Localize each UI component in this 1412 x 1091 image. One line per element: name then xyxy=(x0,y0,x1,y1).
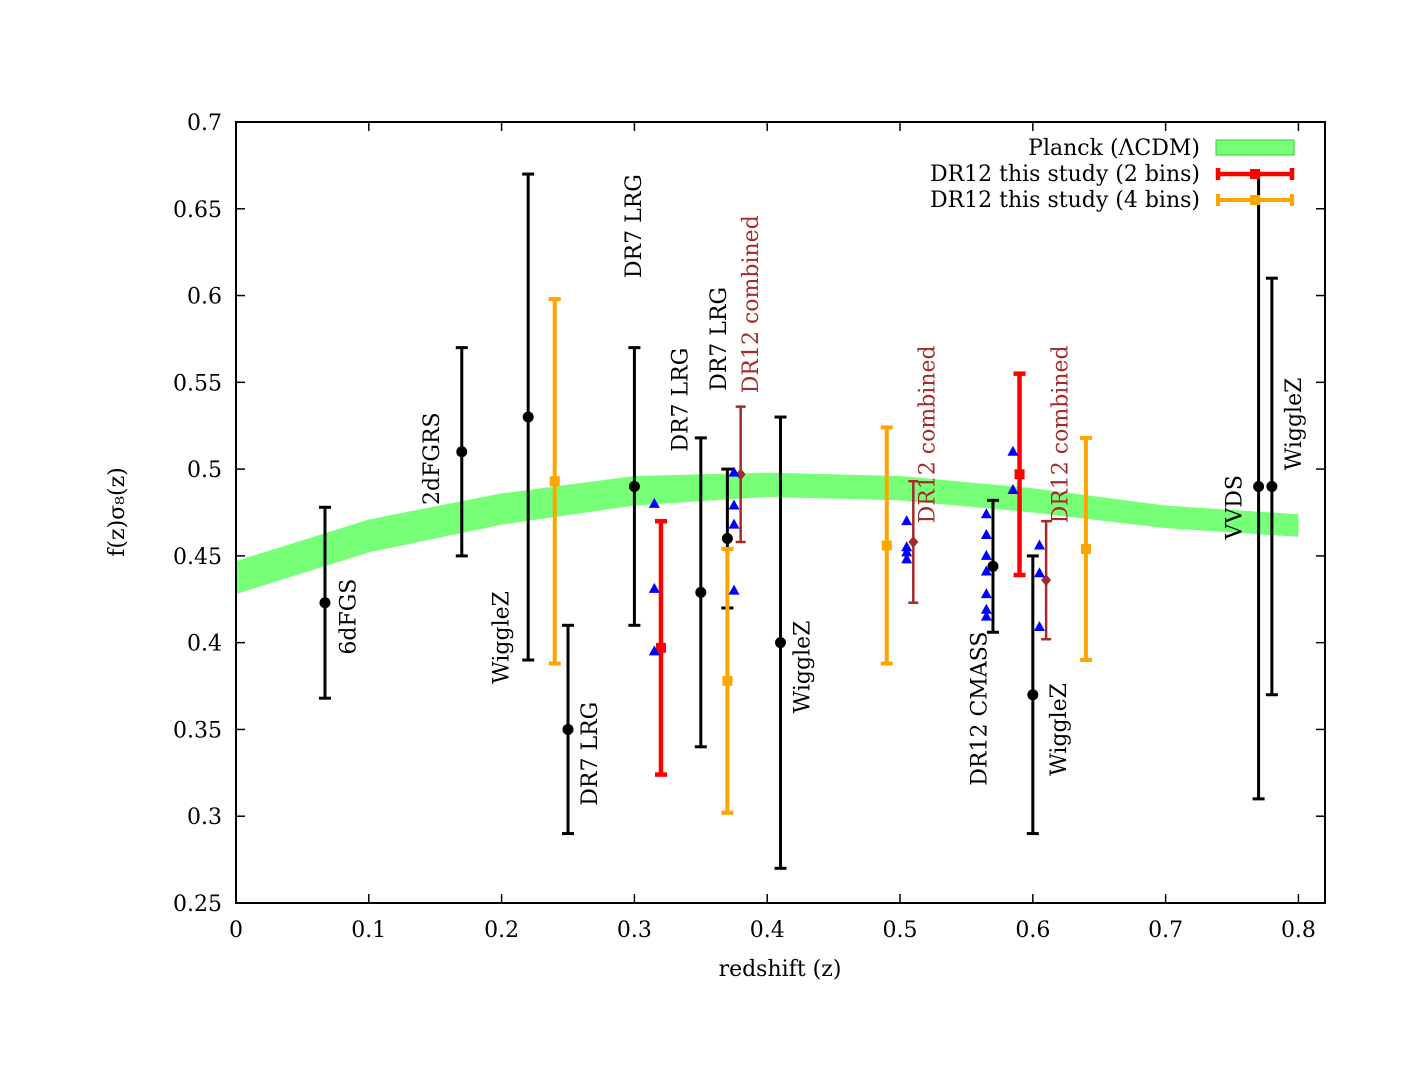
data-point xyxy=(908,536,919,549)
data-point xyxy=(901,515,913,526)
annotation-label: DR7 LRG xyxy=(622,174,647,278)
data-point xyxy=(1007,445,1019,456)
planck-band xyxy=(236,472,1299,595)
annotation-label: WiggleZ xyxy=(791,621,816,714)
annotation-label: 6dFGS xyxy=(337,579,362,655)
data-point xyxy=(721,533,733,545)
annotation-label: DR7 LRG xyxy=(669,348,694,452)
series-dr12_2bins xyxy=(654,371,1026,777)
data-point xyxy=(728,518,740,529)
y-tick-label: 0.5 xyxy=(187,458,222,483)
x-tick-label: 0.8 xyxy=(1281,918,1316,943)
legend-swatch xyxy=(1250,169,1260,179)
y-tick-label: 0.45 xyxy=(173,545,222,570)
series-dr12_4bins xyxy=(548,297,1092,815)
data-point xyxy=(1027,689,1039,701)
y-tick-label: 0.55 xyxy=(173,371,222,396)
legend-swatch xyxy=(1250,195,1260,205)
data-point xyxy=(980,610,992,621)
legend-label: DR12 this study (2 bins) xyxy=(930,162,1200,187)
data-point xyxy=(980,549,992,560)
data-point xyxy=(628,480,640,492)
y-tick-label: 0.7 xyxy=(187,111,222,136)
x-tick-label: 0.7 xyxy=(1148,918,1183,943)
data-point xyxy=(648,497,660,508)
y-tick-label: 0.35 xyxy=(173,718,222,743)
data-point xyxy=(319,597,331,609)
data-point xyxy=(987,560,999,572)
y-tick-label: 0.4 xyxy=(187,632,222,657)
legend: Planck (ΛCDM)DR12 this study (2 bins)DR1… xyxy=(930,136,1295,213)
annotation-label: DR7 LRG xyxy=(578,702,603,806)
data-point xyxy=(728,466,740,477)
x-tick-label: 0.4 xyxy=(750,918,785,943)
y-axis-label: f(z)σ₈(z) xyxy=(105,467,130,557)
x-tick-label: 0.6 xyxy=(1015,918,1050,943)
annotation-label: WiggleZ xyxy=(1047,683,1072,776)
axes-layer: 0 0.1 0.2 0.3 0.4 0.5 0.6 0.7 0.8 0.25 0.3 0.35 0.4 0… xyxy=(173,111,1326,943)
data-point xyxy=(980,565,992,576)
x-tick-label: 0 xyxy=(229,918,243,943)
data-layer xyxy=(318,172,1278,870)
data-point xyxy=(562,723,574,735)
data-point xyxy=(735,468,746,481)
planck-band-layer xyxy=(236,472,1299,595)
data-point xyxy=(901,541,913,552)
plot-frame xyxy=(235,121,1326,904)
y-tick-label: 0.6 xyxy=(187,285,222,310)
data-point xyxy=(648,645,660,656)
annotation-label: VVDS xyxy=(1222,475,1247,541)
data-point xyxy=(695,586,707,598)
data-point xyxy=(881,540,892,551)
x-tick-label: 0.5 xyxy=(883,918,918,943)
data-point xyxy=(1033,539,1045,550)
data-point xyxy=(775,637,786,649)
data-point xyxy=(1080,543,1091,554)
legend-label: DR12 this study (4 bins) xyxy=(930,188,1200,213)
legend-swatch xyxy=(1215,139,1295,156)
data-point xyxy=(1033,567,1045,578)
data-point xyxy=(722,675,733,686)
y-tick-label: 0.65 xyxy=(173,198,222,223)
annotation-label: DR12 combined xyxy=(916,345,941,523)
annotation-label: DR7 LRG xyxy=(707,287,732,391)
data-point xyxy=(1253,480,1265,492)
series-triangles xyxy=(648,445,1045,656)
data-point xyxy=(456,446,468,458)
annotation-label: DR12 CMASS xyxy=(967,632,992,786)
x-tick-label: 0.1 xyxy=(351,918,386,943)
data-point xyxy=(980,508,992,519)
legend-label: Planck (ΛCDM) xyxy=(1028,136,1200,161)
data-point xyxy=(1007,483,1019,494)
data-point xyxy=(728,499,740,510)
annotation-layer: 6dFGS 2dFGRS WiggleZ DR7 LRG DR7 LRG DR7 LRG D… xyxy=(337,174,1308,806)
annotation-label: WiggleZ xyxy=(489,591,514,684)
data-point xyxy=(901,553,913,564)
annotation-label: WiggleZ xyxy=(1282,378,1307,471)
data-point xyxy=(648,582,660,593)
annotation-label: DR12 combined xyxy=(1048,345,1073,523)
annotation-label: DR12 combined xyxy=(739,215,764,393)
data-point xyxy=(728,584,740,595)
data-point xyxy=(1266,480,1278,492)
data-point xyxy=(1014,469,1025,480)
x-tick-label: 0.2 xyxy=(484,918,519,943)
x-tick-label: 0.3 xyxy=(617,918,652,943)
data-point xyxy=(549,476,560,487)
data-point xyxy=(1033,621,1045,632)
annotation-label: 2dFGRS xyxy=(420,412,445,505)
y-tick-label: 0.3 xyxy=(187,805,222,830)
x-axis-label: redshift (z) xyxy=(719,957,842,982)
y-tick-label: 0.25 xyxy=(173,892,222,917)
data-point xyxy=(901,546,913,557)
data-point xyxy=(522,411,534,423)
data-point xyxy=(980,603,992,614)
data-point xyxy=(980,529,992,540)
data-point xyxy=(655,642,666,653)
data-point xyxy=(980,588,992,599)
series-literature xyxy=(318,172,1278,870)
series-combined xyxy=(735,405,1052,641)
